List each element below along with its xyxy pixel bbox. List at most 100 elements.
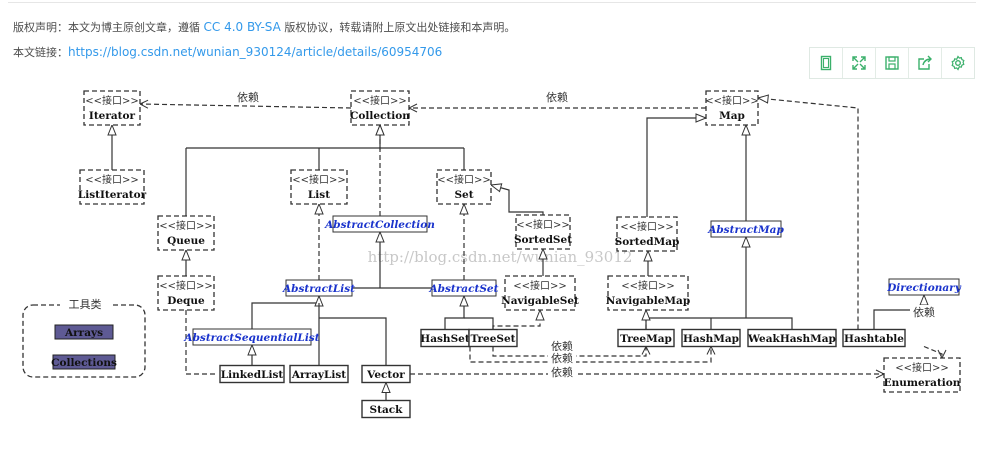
node-label: List [308,189,330,201]
share-button[interactable] [909,48,942,78]
node-box [54,324,114,340]
legend-title-bg [60,299,110,311]
node-label: SortedSet [514,234,572,246]
depends-label: 依赖 [551,340,573,353]
node-box [361,364,411,384]
depends-label: 依赖 [237,91,259,104]
edge-line [444,296,464,330]
node-box [289,364,349,384]
depends-label-bg [543,90,571,103]
node-abstractlist: AbstractList [282,279,355,297]
node-label: WeakHashMap [747,333,836,345]
node-deque: <<接口>> Deque [157,275,215,311]
dependency-labels: 依赖依赖依赖依赖依赖依赖 [234,90,938,379]
node-label: Collections [51,357,117,369]
edge-line [464,317,494,330]
node-stereotype: <<接口>> [159,279,213,292]
utility-legend: 工具类 [22,297,146,378]
diagram-edges [112,98,942,401]
top-divider [8,2,976,3]
node-stereotype: <<接口>> [85,173,139,186]
edge-line [923,345,942,359]
copyright-notice: 版权声明：本文为博主原创文章，遵循 CC 4.0 BY-SA 版权协议，转载请附… [13,19,515,35]
node-hashtable: Hashtable [842,328,906,348]
expand-button[interactable] [843,48,876,78]
diagram-nodes: <<接口>>Iterator<<接口>>Collection<<接口>>Map<… [51,90,962,419]
node-label: AbstractCollection [324,219,435,231]
depends-label-bg [910,305,938,318]
save-button[interactable] [876,48,909,78]
node-stereotype: <<接口>> [85,94,139,107]
node-box [157,215,215,251]
node-label: SortedMap [615,236,680,248]
node-box [192,328,312,346]
node-stereotype: <<接口>> [292,173,346,186]
node-abstractmap: AbstractMap [707,220,784,238]
node-collection: <<接口>>Collection [350,90,410,126]
node-label: NavigableSet [501,295,579,307]
article-link-row: 本文链接：https://blog.csdn.net/wunian_930124… [13,44,442,60]
node-box [285,279,353,297]
node-arraylist: ArrayList [289,364,349,384]
notice-suffix: 版权协议，转载请附上原文出处链接和本声明。 [284,21,516,34]
node-hashmap: HashMap [681,328,741,348]
node-label: Stack [370,404,404,416]
node-box [504,275,576,311]
edge-line [646,118,706,217]
depends-label-bg [548,339,576,352]
node-label: Set [454,189,473,201]
node-label: Queue [167,235,205,247]
node-box [888,278,960,296]
node-treemap: TreeMap [617,328,675,348]
node-sortedmap: <<接口>>SortedMap [615,216,680,252]
node-box [436,169,492,205]
fullscreen-doc-button[interactable] [810,48,843,78]
node-box [617,328,675,348]
depends-label: 依赖 [913,306,935,319]
node-label: HashSet [420,333,470,345]
node-abstractcollection: AbstractCollection [324,215,435,233]
node-collections: Collections [51,354,117,370]
node-queue: <<接口>>Queue [157,215,215,251]
edge-line [492,310,540,330]
node-label: LinkedList [221,369,284,381]
node-dictionary: Directionary [886,278,962,296]
node-label: AbstractList [282,283,355,295]
article-url-link[interactable]: https://blog.csdn.net/wunian_930124/arti… [68,45,443,59]
license-link[interactable]: CC 4.0 BY-SA [203,20,281,34]
node-map: <<接口>>Map [705,90,759,126]
node-box [705,90,759,126]
edge-line [251,296,319,329]
edge-line [469,347,711,363]
node-hashset: HashSet [420,328,470,348]
node-stereotype: <<接口>> [353,94,407,107]
node-box [710,220,782,238]
node-box [157,275,215,311]
node-label: TreeMap [620,333,672,345]
node-box [332,215,428,233]
node-box [350,90,410,126]
save-icon [885,56,899,70]
node-box [219,364,285,384]
node-label: ListIterator [78,189,147,201]
node-abstractset: AbstractSet [429,279,499,297]
edge-line [492,347,646,357]
node-arrays: Arrays [54,324,114,340]
node-vector: Vector [361,364,411,384]
node-label: Arrays [64,327,103,339]
settings-button[interactable] [942,48,974,78]
watermark-text: http://blog.csdn.net/wunian_93012 [368,248,633,266]
node-label: Deque [167,295,205,307]
node-abstractsequentiallist: AbstractSequentialList [183,328,320,346]
node-stereotype: <<接口>> [705,94,759,107]
node-label: NavigableMap [606,295,690,307]
edge-line [758,98,859,330]
node-box [468,328,518,348]
node-label: AbstractMap [707,224,784,236]
depends-label: 依赖 [551,366,573,379]
edge-line [185,310,216,375]
node-navigablemap: <<接口>>NavigableMap [606,275,690,311]
node-label: Vector [366,369,405,381]
node-stereotype: <<接口>> [516,218,570,231]
